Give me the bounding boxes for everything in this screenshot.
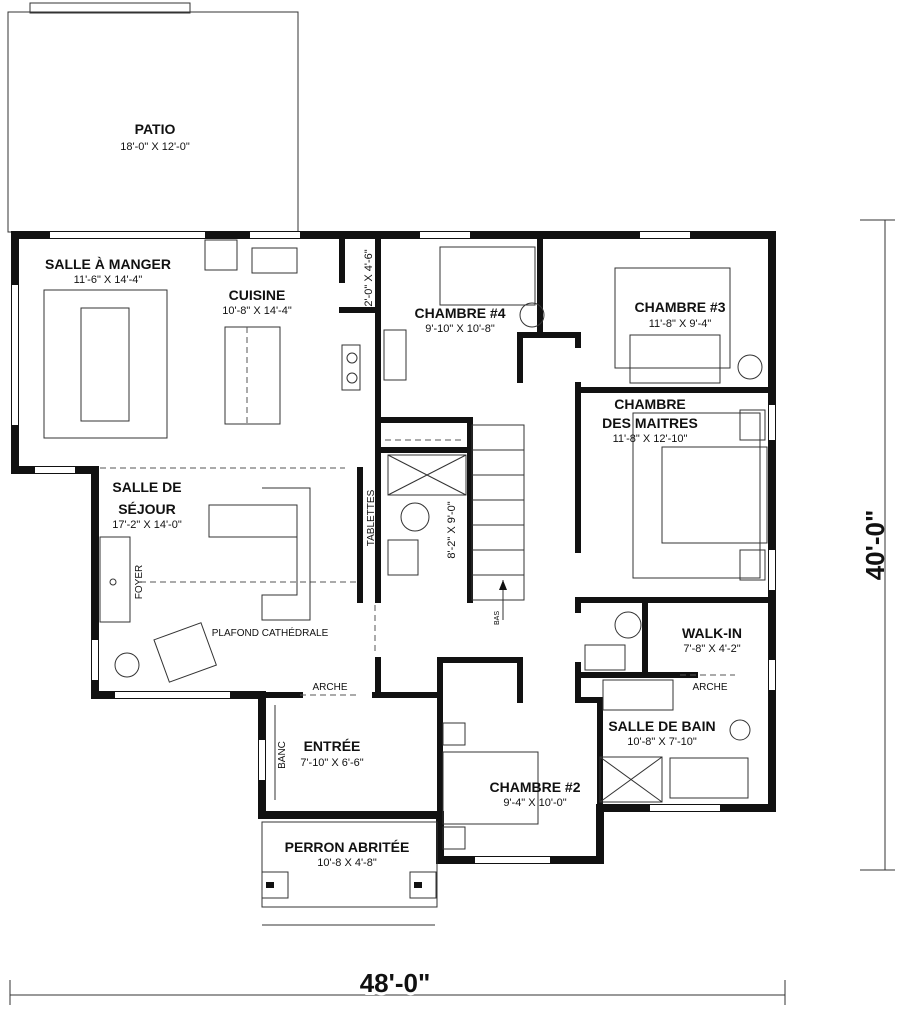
bed-2 [442,751,539,825]
dining-rug [43,289,168,439]
arch-label-1: ARCHE [312,682,347,693]
stairs [471,424,525,620]
living-label-1: SALLE DE [112,479,181,495]
furniture [43,239,768,926]
armchair [153,622,217,683]
bedroom4-dims: 9'-10" X 10'-8" [425,323,495,335]
master-bed [661,446,768,544]
depth-dimension: 40'-0" [860,510,890,581]
shower [599,756,663,803]
bedroom3-label: CHAMBRE #3 [634,299,725,315]
kitchen-label: CUISINE [229,287,286,303]
powder-dims: 8'-2" X 9'-0" [446,501,458,558]
patio: PATIO 18'-0" X 12'-0" [7,2,299,233]
kitchen-dims: 10'-8" X 14'-4" [222,305,292,317]
bed-4 [439,246,536,306]
master-label-1: CHAMBRE [614,396,686,412]
bath-dims: 10'-8" X 7'-10" [627,736,697,748]
toilet [400,502,430,532]
dining-table [80,307,130,422]
patio-dims: 18'-0" X 12'-0" [120,141,190,153]
living-label-2: SÉJOUR [118,501,176,517]
stove [341,344,361,391]
arch-label-2: ARCHE [692,682,727,693]
interior-walls [259,232,775,863]
walkin-dims: 7'-8" X 4'-2" [683,643,740,655]
master-dims: 11'-8" X 12'-10" [613,433,688,445]
fireplace [99,536,131,623]
porch-dims: 10'-8 X 4'-8" [317,857,377,869]
walkin-label: WALK-IN [682,625,742,641]
bedroom4-label: CHAMBRE #4 [414,305,505,321]
stairs-down-label: BAS [494,611,501,625]
ceiling-label: PLAFOND CATHÉDRALE [212,626,329,639]
entry-dims: 7'-10" X 6'-6" [300,757,363,769]
plant-icon [114,652,140,678]
arrow-up-icon [499,580,507,590]
patio-label: PATIO [135,121,176,137]
bed-3 [629,334,721,384]
shelves-label: TABLETTES [366,489,377,546]
bench-label: BANC [277,741,288,769]
dining-label: SALLE À MANGER [45,256,171,272]
bedroom3-dims: 11'-8" X 9'-4" [649,318,712,330]
room-labels: SALLE À MANGER 11'-6" X 14'-4" CUISINE 1… [45,249,742,869]
width-dimension: 48'-0" [360,968,431,998]
bedroom2-dims: 9'-4" X 10'-0" [503,797,566,809]
kitchen-sink [251,247,298,274]
sectional-sofa [208,487,311,621]
bedroom2-label: CHAMBRE #2 [489,779,580,795]
plant-icon-2 [737,354,763,380]
room-boundaries [100,439,735,696]
double-vanity [602,679,674,711]
living-dims: 17'-2" X 14'-0" [112,519,182,531]
sink [387,539,419,576]
bath-label: SALLE DE BAIN [608,718,715,734]
bathtub [669,757,749,799]
dining-dims: 11'-6" X 14'-4" [74,274,143,286]
fireplace-label: FOYER [134,565,145,599]
master-label-2: DES MAITRES [602,415,698,431]
pantry-dims: 2'-0" X 4'-6" [363,249,375,306]
dimension-lines: 40'-0" 48'-0" [9,219,895,1005]
entry-label: ENTRÉE [304,738,361,754]
kitchen-island [224,326,281,425]
desk [383,329,407,381]
porch-label: PERRON ABRITÉE [285,839,410,855]
